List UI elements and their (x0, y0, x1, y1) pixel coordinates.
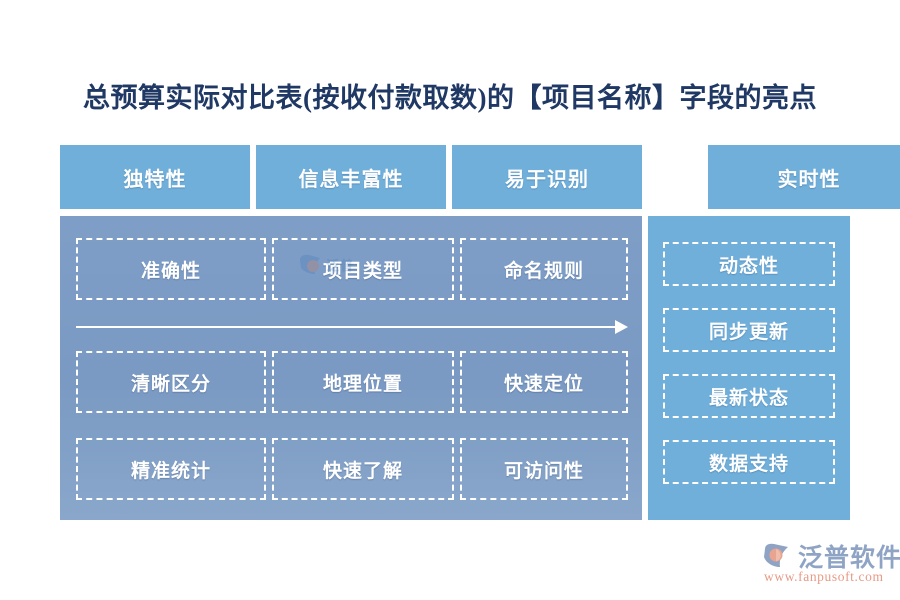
header-cell-label: 独特性 (123, 168, 187, 191)
header-cell-label: 信息丰富性 (298, 168, 404, 191)
feature-cell-label: 地理位置 (322, 373, 403, 395)
realtime-cell-latest-status[interactable]: 最新状态 (663, 374, 835, 418)
realtime-cell-data-support[interactable]: 数据支持 (663, 440, 835, 484)
feature-cell-label: 可访问性 (503, 460, 584, 482)
feature-cell-quick-understanding[interactable]: 快速了解 (272, 438, 454, 500)
brand-logo[interactable]: 泛普软件 www.fanpusoft.com (762, 538, 900, 590)
feature-cell-quick-locate[interactable]: 快速定位 (460, 351, 628, 413)
header-cell-realtime[interactable]: 实时性 (708, 145, 900, 209)
feature-cell-label: 快速定位 (503, 373, 584, 395)
feature-cell-clear-distinction[interactable]: 清晰区分 (76, 351, 266, 413)
header-row: 独特性 信息丰富性 易于识别 实时性 (60, 145, 900, 209)
header-cell-label: 实时性 (777, 168, 841, 191)
realtime-cell-label: 最新状态 (708, 387, 789, 409)
header-cell-uniqueness[interactable]: 独特性 (60, 145, 250, 209)
page-title: 总预算实际对比表(按收付款取数)的【项目名称】字段的亮点 (83, 83, 817, 113)
fanpu-logo-mark-icon (764, 543, 788, 567)
feature-cell-label: 命名规则 (503, 260, 584, 282)
brand-url: www.fanpusoft.com (764, 569, 884, 584)
header-cell-easy-recognition[interactable]: 易于识别 (452, 145, 642, 209)
feature-cell-accessibility[interactable]: 可访问性 (460, 438, 628, 500)
feature-cell-precise-statistics[interactable]: 精准统计 (76, 438, 266, 500)
feature-cell-label: 准确性 (140, 260, 201, 282)
arrow-right-icon (76, 320, 628, 334)
feature-cell-label: 快速了解 (322, 460, 403, 482)
arrow-shaft (76, 326, 616, 328)
realtime-cell-label: 动态性 (718, 255, 779, 277)
feature-cell-label: 精准统计 (130, 460, 211, 482)
arrow-head (615, 320, 628, 334)
realtime-cell-label: 数据支持 (708, 453, 789, 475)
feature-cell-label: 清晰区分 (130, 373, 211, 395)
feature-cell-naming-rule[interactable]: 命名规则 (460, 238, 628, 300)
header-cell-information-rich[interactable]: 信息丰富性 (256, 145, 446, 209)
brand-name: 泛普软件 (798, 545, 900, 572)
feature-cell-geo-location[interactable]: 地理位置 (272, 351, 454, 413)
realtime-cell-sync-update[interactable]: 同步更新 (663, 308, 835, 352)
right-panel: 动态性 同步更新 最新状态 数据支持 (648, 216, 850, 520)
header-cell-label: 易于识别 (505, 168, 589, 191)
feature-cell-project-type[interactable]: 泛普 项目类型 (272, 238, 454, 300)
realtime-cell-label: 同步更新 (708, 321, 789, 343)
feature-cell-accuracy[interactable]: 准确性 (76, 238, 266, 300)
realtime-cell-dynamic[interactable]: 动态性 (663, 242, 835, 286)
feature-cell-label: 项目类型 (322, 260, 403, 282)
main-panel: 准确性 泛普 项目类型 命名规则 清晰区分 地理位置 快速定位 (60, 216, 642, 520)
